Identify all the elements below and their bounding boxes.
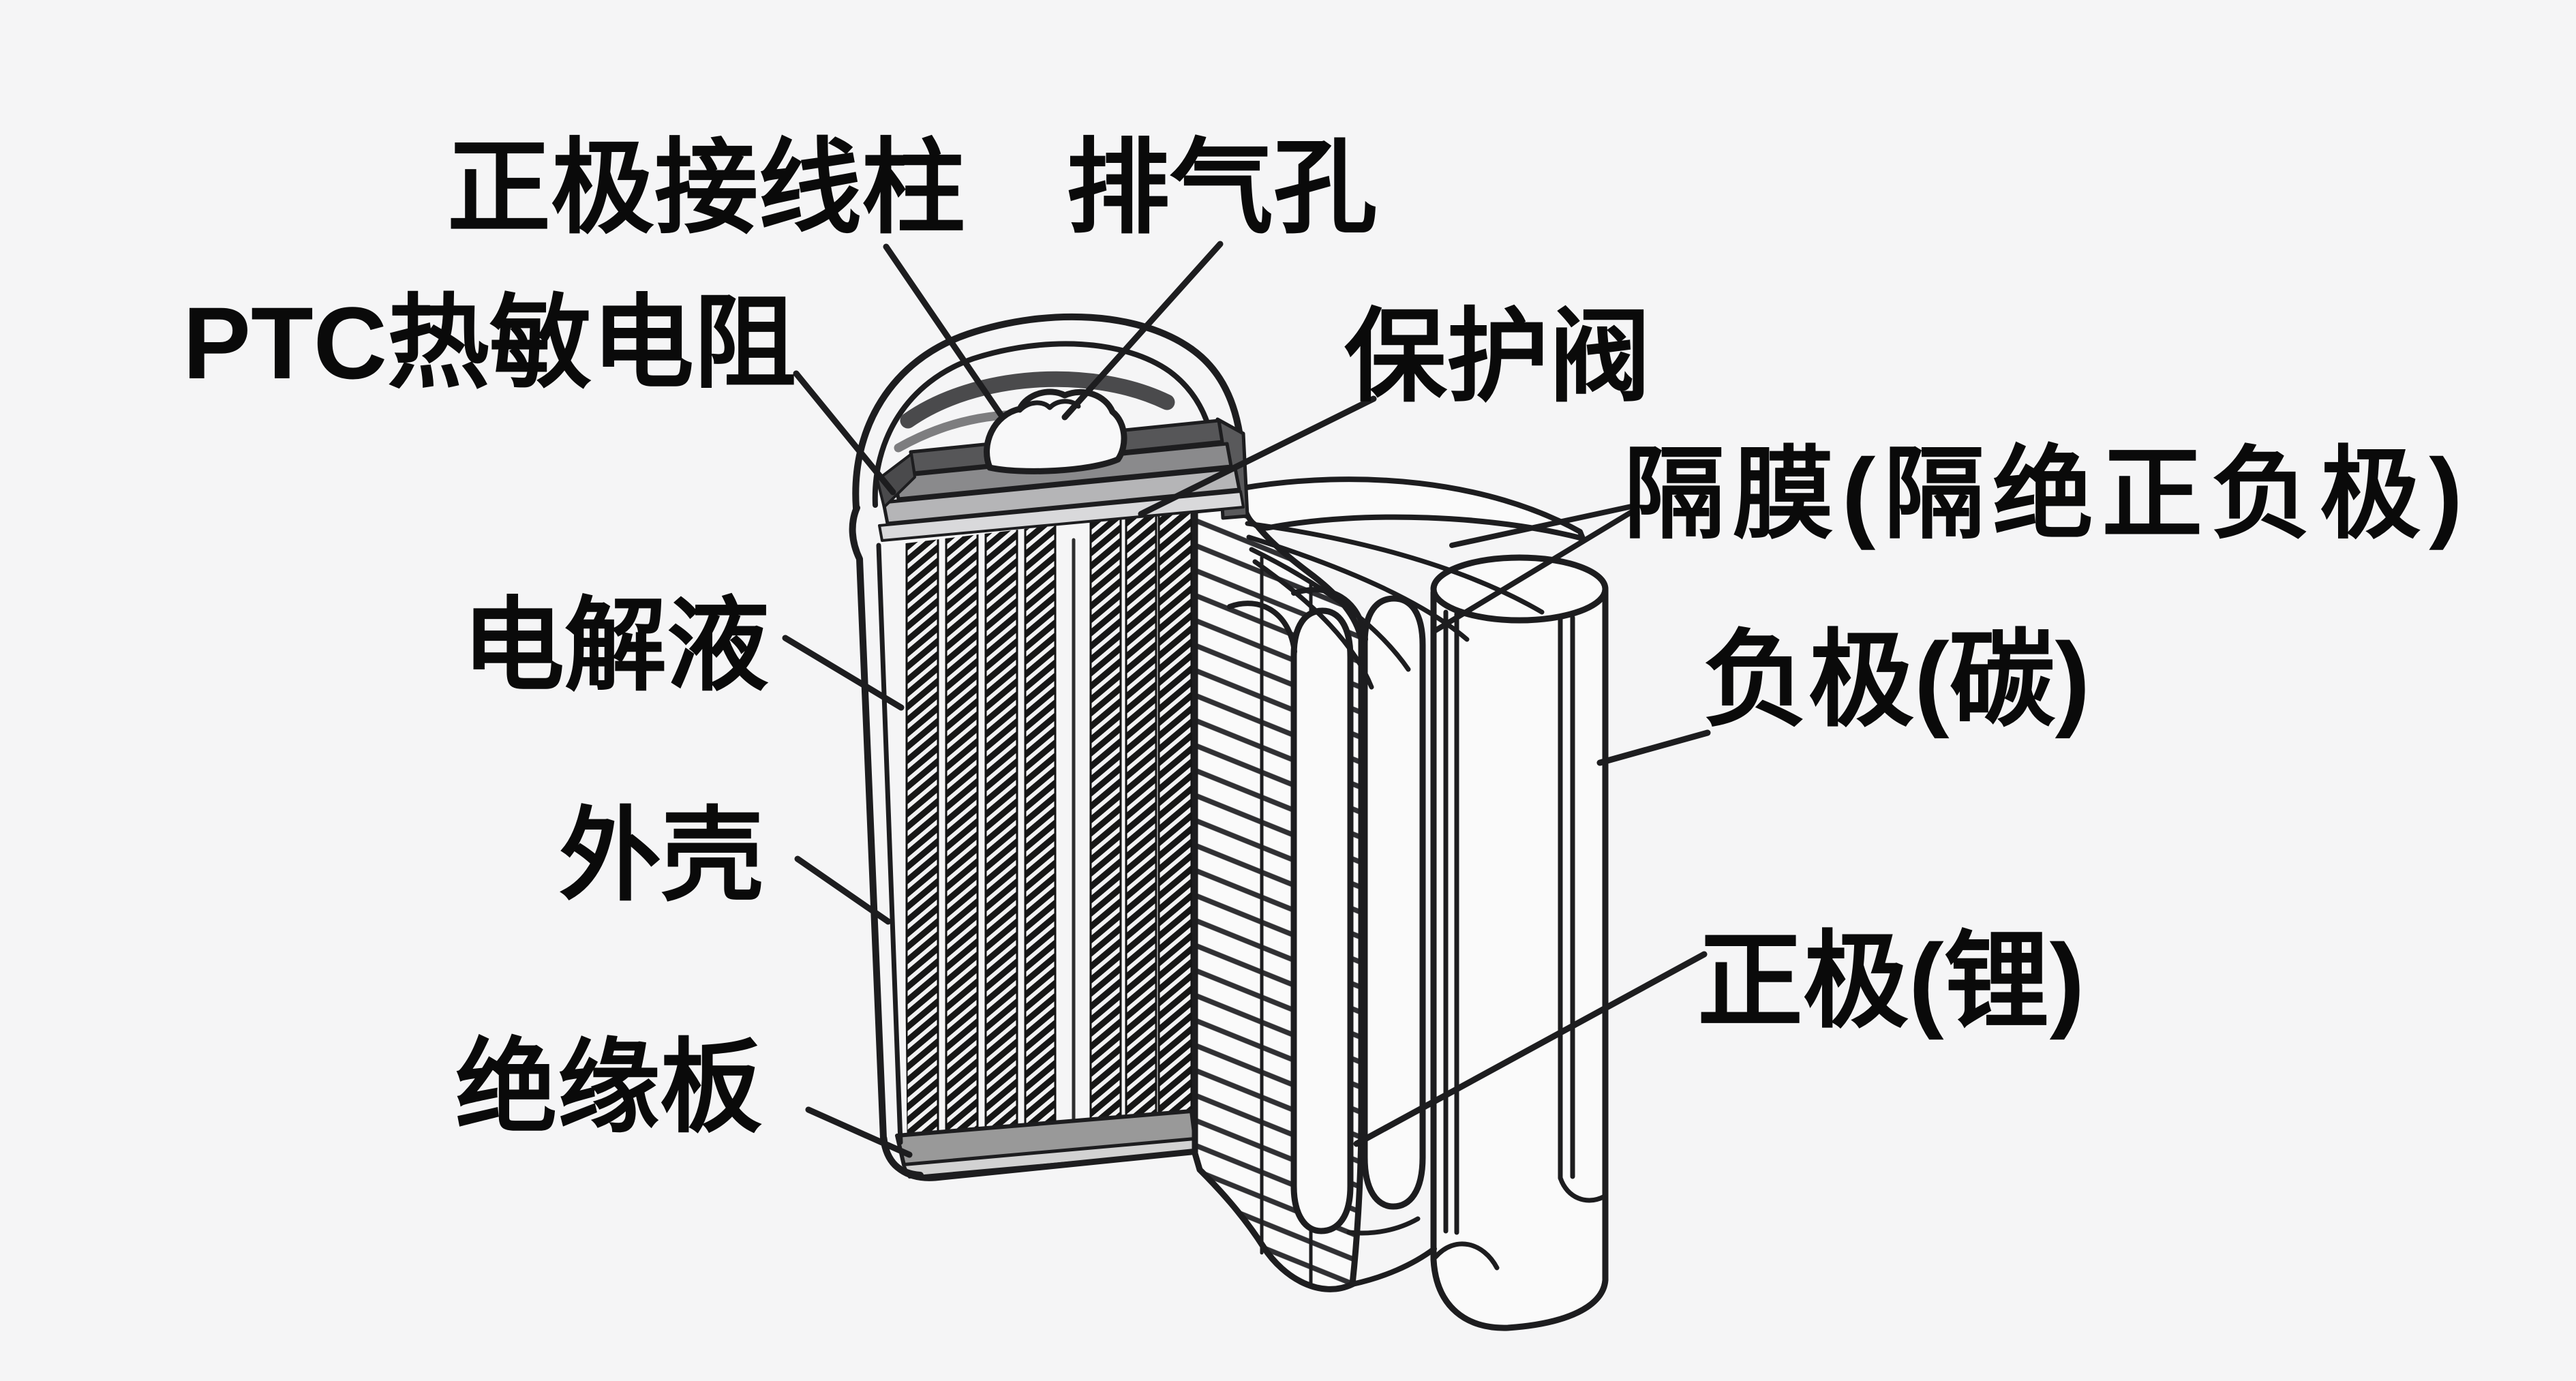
label-positive-electrode-lithium: 正极(锂): [1697, 922, 2085, 1040]
leader-separator-upper: [1449, 503, 1637, 548]
label-ptc-thermistor: PTC热敏电阻: [183, 286, 797, 400]
electrode-roll-crosshatch: [905, 509, 1192, 1161]
leader-vent-hole: [1061, 241, 1224, 421]
leader-insulation-plate: [805, 1106, 913, 1158]
label-insulation-plate: 绝缘板: [455, 1030, 763, 1144]
label-negative-electrode-carbon: 负极(碳): [1703, 621, 2091, 739]
label-vent-hole: 排气孔: [1066, 130, 1377, 246]
leader-negative-electrode: [1596, 729, 1711, 766]
leader-positive-electrode: [1353, 951, 1708, 1147]
label-outer-casing: 外壳: [559, 798, 764, 913]
leader-protection-valve: [1138, 395, 1377, 517]
leader-positive-terminal-post: [883, 243, 1004, 418]
label-protection-valve: 保护阀: [1344, 299, 1652, 414]
leader-outer-casing: [794, 855, 892, 925]
outer-casing-wall: [849, 504, 924, 1179]
unrolled-sheet-strips: [1227, 587, 1437, 1287]
terminal-button: [984, 389, 1127, 474]
label-positive-terminal-post: 正极接线柱: [447, 130, 965, 246]
leader-electrolyte: [782, 635, 905, 711]
leader-ptc-thermistor: [793, 370, 896, 496]
leader-separator-lower: [1431, 510, 1633, 634]
leader-lines: [782, 241, 1711, 1158]
unrolled-outer-cylinder: [1430, 554, 1609, 1331]
label-electrolyte: 电解液: [462, 588, 770, 703]
label-separator: 隔膜(隔绝正负极): [1624, 438, 2471, 551]
